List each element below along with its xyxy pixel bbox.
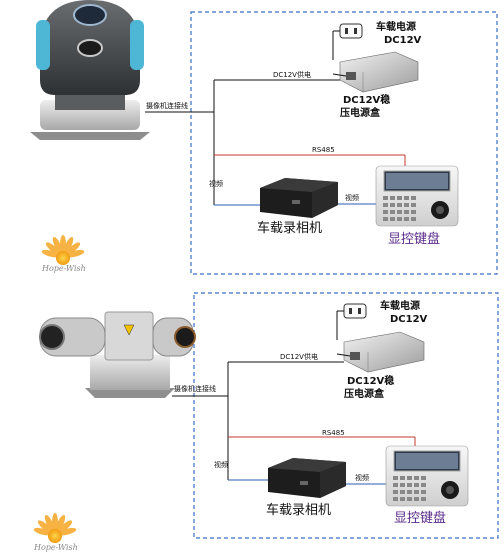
power-source-voltage: DC12V bbox=[390, 314, 428, 325]
camera-cable-label: 摄像机连接线 bbox=[174, 384, 216, 393]
video-label-left: 视频 bbox=[209, 179, 223, 188]
diagram-1: 车载电源 DC12V DC12V稳 压电源盒 摄像机连接线 DC12V供电 RS… bbox=[30, 0, 498, 275]
dashed-border bbox=[190, 11, 498, 275]
dashed-border bbox=[193, 292, 499, 539]
power-plug-icon bbox=[332, 23, 363, 60]
svg-text:Hope-Wish: Hope-Wish bbox=[33, 543, 78, 552]
recorder-label: 车载录相机 bbox=[266, 502, 331, 518]
regulator-box-icon bbox=[336, 331, 425, 373]
power-source-label: 车载电源 bbox=[376, 20, 416, 33]
video-label-left: 视频 bbox=[214, 460, 228, 469]
regulator-box-icon bbox=[332, 51, 419, 93]
ptz-camera-icon bbox=[39, 311, 196, 398]
dvr-recorder-icon bbox=[260, 178, 338, 218]
power-source-label: 车载电源 bbox=[380, 299, 420, 312]
power-supply-label: DC12V供电 bbox=[273, 70, 311, 79]
keyboard-controller-icon bbox=[375, 165, 459, 227]
regulator-label-1: DC12V稳 bbox=[343, 93, 390, 106]
regulator-label-2: 压电源盒 bbox=[340, 106, 381, 119]
camera-cable-label: 摄像机连接线 bbox=[146, 101, 188, 110]
keyboard-controller-icon bbox=[385, 445, 469, 507]
hope-wish-logo: Hope-Wish bbox=[33, 513, 78, 552]
recorder-label: 车载录相机 bbox=[257, 220, 322, 236]
rs485-label: RS485 bbox=[312, 146, 335, 154]
svg-text:Hope-Wish: Hope-Wish bbox=[41, 264, 86, 273]
keyboard-label: 显控键盘 bbox=[388, 231, 440, 247]
video-label-right: 视频 bbox=[355, 473, 369, 482]
power-source-voltage: DC12V bbox=[384, 35, 422, 46]
keyboard-label: 显控键盘 bbox=[394, 510, 446, 526]
diagram-2: 车载电源 DC12V DC12V稳 压电源盒 摄像机连接线 DC12V供电 RS… bbox=[33, 292, 499, 552]
regulator-label-2: 压电源盒 bbox=[344, 387, 385, 400]
power-plug-icon bbox=[336, 303, 367, 340]
dvr-recorder-icon bbox=[268, 458, 346, 498]
video-label-right: 视频 bbox=[345, 193, 359, 202]
rs485-label: RS485 bbox=[322, 429, 345, 437]
power-supply-label: DC12V供电 bbox=[280, 352, 318, 361]
hope-wish-logo: Hope-Wish bbox=[41, 235, 86, 273]
regulator-label-1: DC12V稳 bbox=[347, 374, 394, 387]
ptz-camera-icon bbox=[30, 0, 150, 140]
